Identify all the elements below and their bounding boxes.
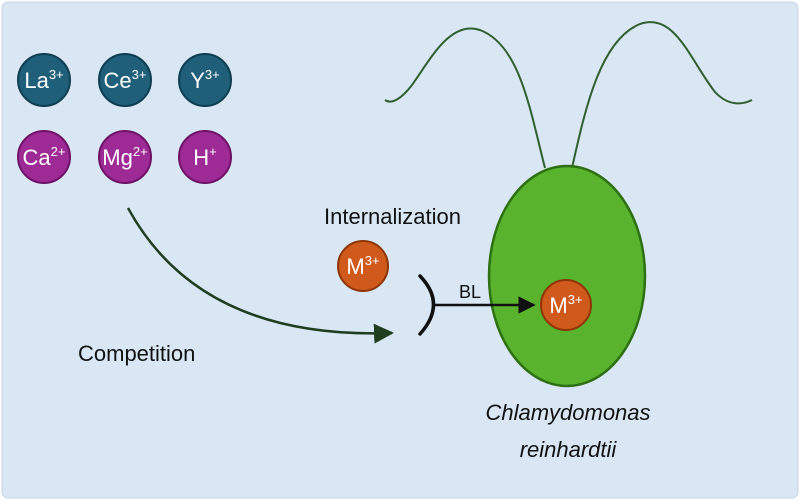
ion-ca-symbol: Ca <box>23 145 52 170</box>
ion-y-symbol: Y <box>190 68 205 93</box>
svg-text:Mg2+: Mg2+ <box>102 144 147 170</box>
ion-ca-charge: 2+ <box>51 144 66 159</box>
competition-arrow <box>126 207 394 344</box>
svg-text:Ca2+: Ca2+ <box>23 144 66 170</box>
flagellum-right <box>571 21 753 169</box>
svg-text:La3+: La3+ <box>24 67 63 93</box>
ion-la: La3+ <box>17 53 71 107</box>
ion-y: Y3+ <box>178 53 232 107</box>
metal-outside-charge: 3+ <box>365 253 380 268</box>
species-name-line1: Chlamydomonas <box>485 400 650 425</box>
ion-ce-charge: 3+ <box>132 67 147 82</box>
ion-h: H+ <box>178 130 232 184</box>
svg-text:H+: H+ <box>193 144 216 170</box>
ion-mg-symbol: Mg <box>102 145 133 170</box>
species-name-line2: reinhardtii <box>520 437 618 462</box>
biotic-ligand-bracket <box>418 274 436 336</box>
ion-ce: Ce3+ <box>98 53 152 107</box>
svg-text:M3+: M3+ <box>549 292 582 318</box>
ion-mg-charge: 2+ <box>133 144 148 159</box>
ion-h-charge: + <box>209 144 217 159</box>
metal-ion-outside: M3+ <box>337 240 389 292</box>
algae-cell <box>487 164 647 388</box>
svg-text:Y3+: Y3+ <box>190 67 220 93</box>
svg-text:M3+: M3+ <box>346 253 379 279</box>
bl-label: BL <box>459 282 481 302</box>
metal-inside-charge: 3+ <box>568 292 583 307</box>
metal-ion-inside: M3+ <box>540 279 592 331</box>
ion-ca: Ca2+ <box>17 130 71 184</box>
ion-ce-symbol: Ce <box>104 68 132 93</box>
internalization-label: Internalization <box>324 204 461 229</box>
metal-outside-symbol: M <box>346 254 364 279</box>
metal-inside-symbol: M <box>549 293 567 318</box>
competition-label: Competition <box>78 341 195 366</box>
ion-la-symbol: La <box>24 68 49 93</box>
flagellum-left <box>384 27 546 169</box>
ion-y-charge: 3+ <box>205 67 220 82</box>
ion-h-symbol: H <box>193 145 209 170</box>
svg-text:Ce3+: Ce3+ <box>104 67 147 93</box>
ion-la-charge: 3+ <box>49 67 64 82</box>
ion-mg: Mg2+ <box>98 130 152 184</box>
